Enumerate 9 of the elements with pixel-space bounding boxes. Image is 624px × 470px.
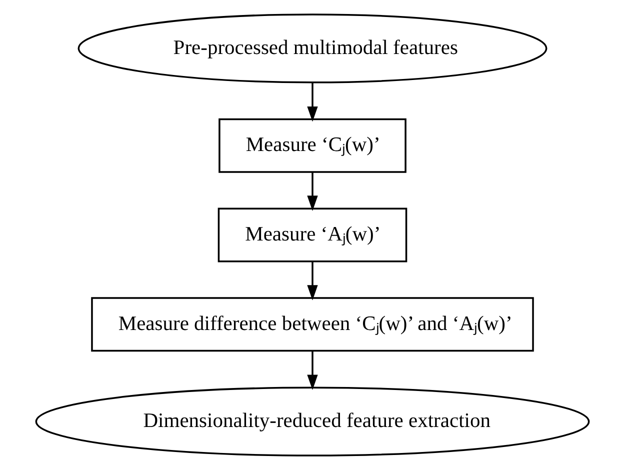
- node-box: Measure difference between ‘Cⱼ(w)’ and ‘Aⱼ(w)’: [90, 297, 534, 352]
- node-ellipse: Dimensionality-reduced feature extraction: [34, 386, 590, 456]
- arrow: [306, 172, 318, 211]
- node-ellipse: Pre-processed multimodal features: [77, 14, 547, 84]
- arrow: [306, 82, 318, 122]
- node-box: Measure ‘Aⱼ(w)’: [217, 208, 407, 262]
- arrow: [306, 261, 318, 300]
- arrow: [306, 351, 318, 390]
- node-box: Measure ‘Cⱼ(w)’: [218, 118, 406, 173]
